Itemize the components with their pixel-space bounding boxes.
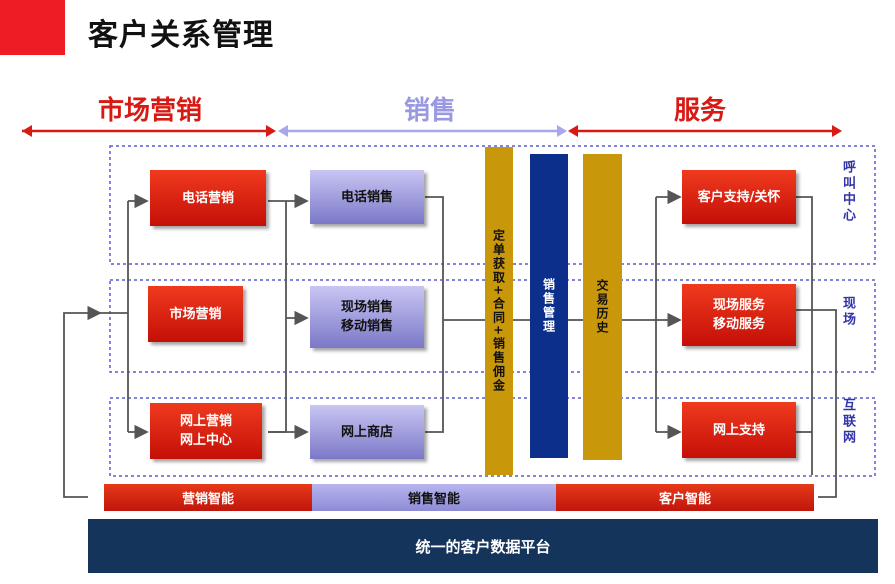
internet-label: 互联网	[840, 398, 855, 446]
customer-support-box: 客户支持/关怀	[682, 170, 796, 224]
field-service-box: 现场服务 移动服务	[682, 284, 796, 346]
field-frame	[109, 279, 876, 373]
call-center-frame	[109, 145, 876, 265]
online-support-box: 网上支持	[682, 402, 796, 458]
field-label: 现场	[840, 296, 855, 328]
page-title: 客户关系管理	[88, 18, 274, 53]
sales-management-bar: 销售管理	[530, 154, 568, 458]
marketing-intelligence-band: 营销智能	[104, 484, 312, 511]
online-shop-box: 网上商店	[310, 405, 424, 459]
online-marketing-box: 网上营销 网上中心	[150, 403, 262, 459]
order-contract-bar: 定单获取+合同+销售佣金	[485, 147, 513, 475]
market-marketing-box: 市场营销	[148, 286, 243, 342]
phase-sales-arrow	[278, 125, 567, 137]
field-sales-box: 现场销售 移动销售	[310, 286, 424, 348]
unified-data-platform: 统一的客户数据平台	[88, 519, 878, 573]
phase-marketing-label: 市场营销	[97, 96, 202, 126]
internet-frame	[109, 397, 876, 477]
call-center-label: 呼叫中心	[840, 160, 855, 224]
phase-marketing-arrow	[22, 125, 276, 137]
title-accent-bar	[0, 0, 65, 55]
phone-marketing-box: 电话营销	[150, 170, 266, 226]
phone-sales-box: 电话销售	[310, 170, 424, 224]
phase-service-arrow	[568, 125, 842, 137]
phase-sales-label: 销售	[403, 96, 456, 126]
phase-service-label: 服务	[673, 96, 726, 126]
transaction-history-bar: 交易历史	[583, 154, 622, 460]
sales-intelligence-band: 销售智能	[312, 484, 556, 511]
customer-intelligence-band: 客户智能	[556, 484, 814, 511]
